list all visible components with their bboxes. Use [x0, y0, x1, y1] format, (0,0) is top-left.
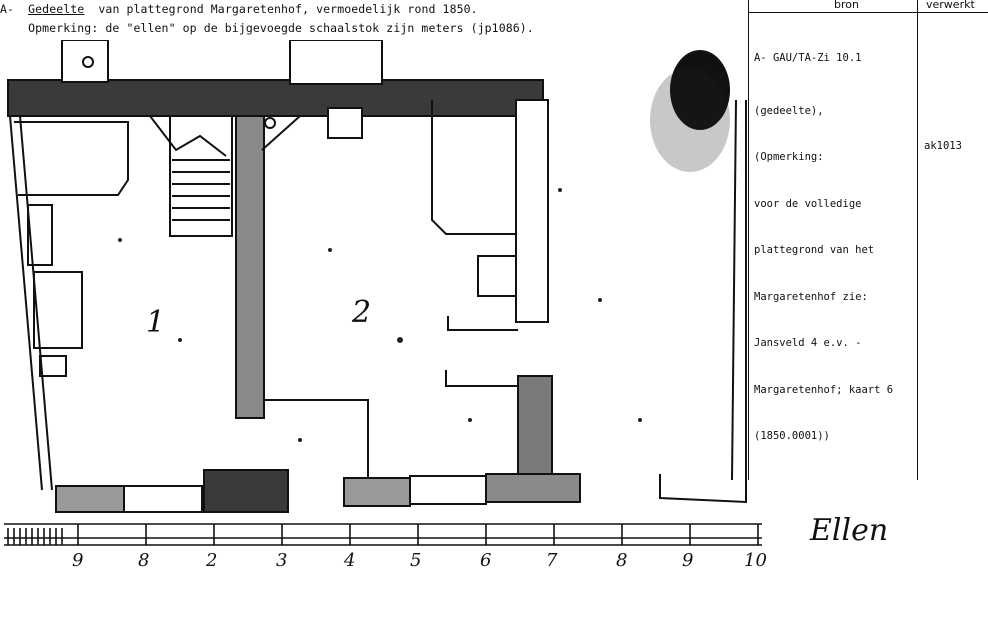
scale-label: 8: [138, 550, 149, 571]
column-header-processed: verwerkt: [926, 0, 975, 11]
scale-label: 8: [616, 550, 627, 571]
header-line-1: A- Gedeelte van plattegrond Margaretenho…: [0, 2, 478, 16]
header-prefix: A-: [0, 2, 15, 16]
central-wall: [235, 115, 265, 419]
floor-plan: 1 2 9 8 2 3 4 5 6 7 8 9 10 Ellen: [4, 40, 888, 571]
scale-labels: 9 8 2 3 4 5 6 7 8 9 10: [72, 550, 767, 571]
source-table: bron verwerkt A- GAU/TA-Zi 10.1 (gedeelt…: [748, 0, 988, 480]
column-header-source: bron: [834, 0, 859, 11]
room-label-2: 2: [351, 295, 371, 330]
top-wall: [7, 79, 544, 117]
scale-label: 3: [276, 550, 287, 571]
scale-label: 7: [546, 550, 558, 571]
scale-label: 5: [410, 550, 421, 571]
scale-label: 9: [682, 550, 693, 571]
source-line: Margaretenhof zie:: [754, 290, 868, 303]
header-title-word: Gedeelte: [28, 2, 85, 16]
header-remark-text: Opmerking: de "ellen" op de bijgevoegde …: [28, 21, 534, 35]
room-label-1: 1: [146, 305, 165, 340]
source-line: voor de volledige: [754, 197, 862, 210]
scale-label: 9: [72, 550, 83, 571]
right-column: [515, 99, 549, 323]
source-line: A- GAU/TA-Zi 10.1: [754, 52, 862, 64]
scale-label: 4: [343, 550, 355, 571]
processed-code: ak1013: [924, 140, 962, 152]
source-line: (gedeelte),: [754, 104, 824, 117]
scale-label: 10: [744, 550, 767, 571]
header-remark: Opmerking: de "ellen" op de bijgevoegde …: [0, 21, 534, 35]
source-text: A- GAU/TA-Zi 10.1 (gedeelte), (Opmerking…: [754, 20, 893, 476]
source-line: (Opmerking:: [754, 151, 824, 163]
staircase: [149, 115, 233, 237]
header-title-rest: van plattegrond Margaretenhof, vermoedel…: [98, 2, 478, 16]
source-line: (1850.0001)): [754, 430, 830, 442]
source-line: Margaretenhof; kaart 6: [754, 383, 894, 396]
source-line: Jansveld 4 e.v. -: [754, 337, 862, 349]
scale-label: 2: [205, 550, 217, 571]
scale-label: 6: [480, 550, 491, 571]
ink-blot: [670, 50, 730, 130]
scale-unit-label: Ellen: [809, 513, 888, 548]
source-line: plattegrond van het: [754, 244, 875, 256]
scale-bar: [4, 523, 762, 546]
